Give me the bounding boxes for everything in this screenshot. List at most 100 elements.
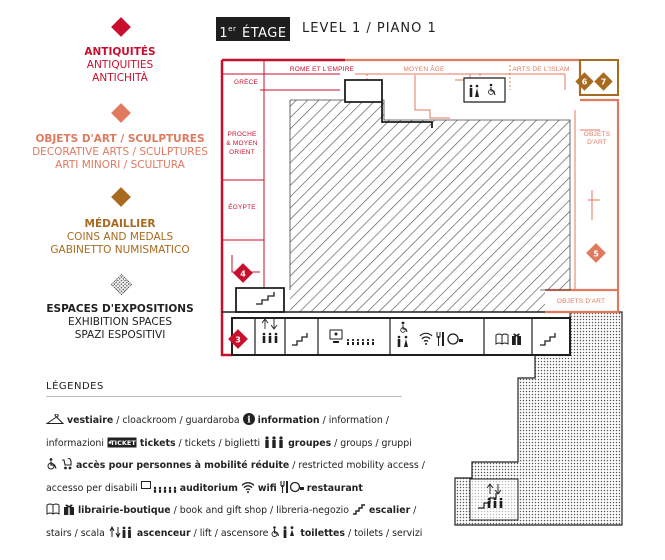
room-label-objets-2: D'ART [587, 139, 607, 146]
legend-body: vestiaire / cloackroom / guardaroba i in… [45, 411, 426, 547]
legend-term: escalier [368, 505, 411, 516]
auditorium-icon [140, 480, 177, 502]
dark-wall-step [381, 102, 433, 128]
hanger-icon [45, 413, 65, 434]
dark-wall-wc [463, 77, 506, 103]
ticket-icon-label: TICKET [110, 439, 136, 447]
legend-desc: / groups / gruppi [331, 437, 412, 449]
corridor-stairs-icon [292, 333, 308, 346]
legend-term: wifi [257, 482, 277, 494]
legend-term: toilettes [300, 527, 345, 539]
room-label-moyen-age: MOYEN ÂGE [403, 64, 445, 73]
room-label-rome: ROME ET L'EMPIRE [290, 66, 355, 73]
marker-7: 7 [594, 72, 613, 91]
ticket-icon: TICKET [107, 436, 137, 457]
collection-it: ANTICHITÀ [92, 72, 148, 84]
antiquities-wall [220, 58, 345, 357]
corridor-wc-icon [397, 321, 408, 347]
antiquities-inner-wall [222, 73, 340, 300]
decorative-inner-wall [355, 73, 600, 290]
dark-wall-stairs-box [235, 287, 285, 313]
level-badge: 1er ÉTAGE [216, 17, 290, 41]
legend-term: restaurant [306, 482, 363, 494]
room-label-proche-3: ORIENT [229, 149, 255, 156]
collection-antiquities: ANTIQUITÉS ANTIQUITIES ANTICHITÀ [30, 46, 210, 85]
legend-term: tickets [139, 437, 176, 449]
marker-5-label: 5 [593, 250, 599, 259]
room-label-islam: ARTS DE L'ISLAM [512, 66, 569, 73]
legend-desc: / restricted mobility access / accesso p… [46, 460, 425, 494]
legend-divider [46, 396, 402, 397]
corridor-restaurant-icon [436, 332, 463, 346]
group-icon [263, 435, 285, 457]
legend-term: information [257, 415, 320, 426]
marker-6: 6 [575, 72, 594, 91]
marker-3: 3 [228, 329, 248, 349]
collection-it: SPAZI ESPOSITIVI [74, 329, 166, 341]
room-label-proche-2: & MOYEN [226, 140, 257, 147]
collection-exhibition: ESPACES D'EXPOSITIONS EXHIBITION SPACES … [30, 303, 210, 342]
toilets-icon [271, 525, 297, 547]
level-subtitle: LEVEL 1 / PIANO 1 [302, 21, 437, 36]
legend-term: groupes [288, 437, 332, 449]
services-dividers [254, 318, 533, 355]
legend-desc: / stairs / scala [46, 505, 417, 539]
dark-wall-top [344, 79, 383, 103]
marker-3-label: 3 [235, 336, 241, 345]
marker-6-label: 6 [582, 78, 588, 87]
legend-term: vestiaire [66, 415, 114, 426]
legend-term: accès pour personnes à mobilité réduite [75, 460, 290, 471]
corridor-shop-icon [495, 333, 521, 345]
corridor-wifi-icon [419, 332, 433, 345]
auditorium-map-icon [329, 329, 375, 345]
top-wc-icon [469, 83, 496, 97]
legend-desc: / lift / ascensore [190, 527, 272, 539]
legend-desc: / tickets / biglietti [175, 437, 264, 449]
stroller-icon [61, 457, 73, 479]
collection-it: ARTI MINORI / SCULTURA [55, 159, 185, 171]
info-icon-glyph: i [247, 415, 251, 425]
legend-desc: / cloackroom / guardaroba [113, 415, 243, 426]
collection-en: EXHIBITION SPACES [67, 316, 173, 328]
marker-7-label: 7 [601, 78, 607, 87]
exhibition-stairs-icon [478, 493, 497, 509]
corridor-stairs-icon-2 [540, 333, 556, 346]
legend-desc: / toilets / servizi [344, 527, 423, 539]
collection-en: DECORATIVE ARTS / SCULPTURES [32, 146, 208, 158]
legend-desc: / information / informazioni [46, 415, 389, 449]
collection-lead: ESPACES D'EXPOSITIONS [46, 303, 194, 315]
collection-lead: OBJETS D'ART / SCULPTURES [35, 133, 205, 145]
dark-wall-stairs [256, 292, 275, 305]
collection-coins: MÉDAILLIER COINS AND MEDALS GABINETTO NU… [30, 218, 210, 257]
wifi-icon [241, 481, 255, 502]
restaurant-icon [280, 480, 304, 502]
collection-decorative-arts: OBJETS D'ART / SCULPTURES DECORATIVE ART… [30, 133, 210, 172]
legend-term: ascenceur [136, 527, 191, 539]
legend-heading: LÉGENDES [46, 381, 104, 392]
moyen-age-steps [414, 74, 471, 119]
room-label-objets-1: OBJETS [584, 131, 611, 138]
marker-4-label: 4 [240, 270, 246, 279]
wheelchair-icon [46, 458, 58, 479]
stairs-icon [352, 503, 366, 524]
gift-icon [63, 503, 75, 524]
room-label-objets-art: OBJETS D'ART [557, 298, 605, 305]
room-label-grece: GRÈCE [234, 77, 259, 86]
collection-lead: MÉDAILLIER [84, 218, 156, 230]
collection-it: GABINETTO NUMISMATICO [50, 244, 190, 256]
collection-en: COINS AND MEDALS [66, 231, 174, 243]
room-label-proche-1: PROCHE [227, 131, 256, 138]
room-label-egypte: ÉGYPTE [228, 202, 256, 211]
lift-icon [108, 525, 134, 547]
information-icon: i [242, 413, 255, 434]
legend-desc: / book and gift shop / libreria-negozio [170, 505, 352, 516]
legend-term: auditorium [179, 482, 238, 494]
lift-map-icon [261, 318, 278, 343]
marker-5: 5 [586, 243, 606, 263]
courtyard [290, 100, 570, 312]
collection-lead: ANTIQUITÉS [84, 46, 156, 58]
legend-term: librairie-boutique [77, 505, 171, 516]
book-icon [46, 503, 60, 524]
marker-4: 4 [233, 263, 253, 283]
